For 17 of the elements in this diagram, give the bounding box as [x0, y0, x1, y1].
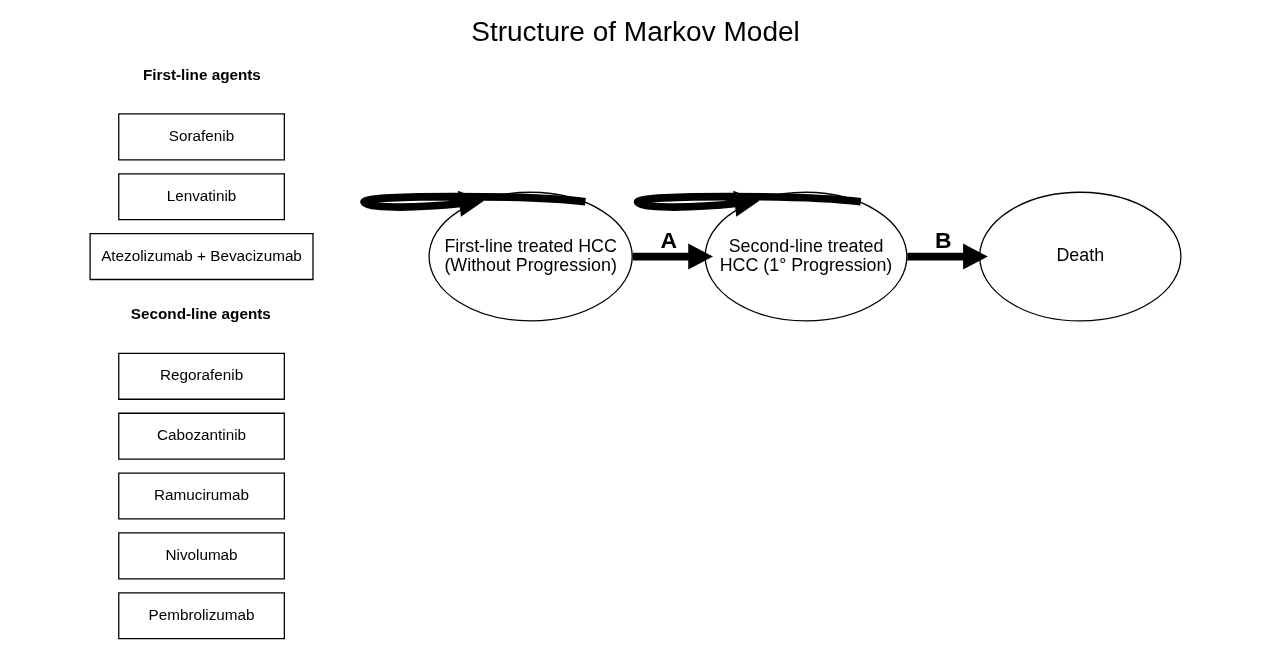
- node-box: Nivolumab: [117, 532, 285, 580]
- edge-label: B: [934, 227, 952, 254]
- node-box: Sorafenib: [117, 113, 285, 161]
- edge-label: A: [659, 227, 677, 254]
- node-box: Pembrolizumab: [117, 592, 285, 640]
- node-box: Lenvatinib: [117, 173, 285, 221]
- arrow: [359, 190, 586, 217]
- node-box: Ramucirumab: [117, 472, 285, 520]
- label: Second-line agents: [130, 305, 271, 323]
- node-ellipse: Death: [978, 191, 1182, 322]
- node-box: Cabozantinib: [117, 412, 285, 460]
- arrow: [906, 243, 988, 270]
- diagram-title: Structure of Markov Model: [470, 15, 800, 47]
- label: First-line agents: [142, 65, 261, 83]
- node-box: Regorafenib: [117, 352, 285, 400]
- node-box: Atezolizumab + Bevacizumab: [88, 233, 314, 281]
- arrow: [633, 190, 861, 217]
